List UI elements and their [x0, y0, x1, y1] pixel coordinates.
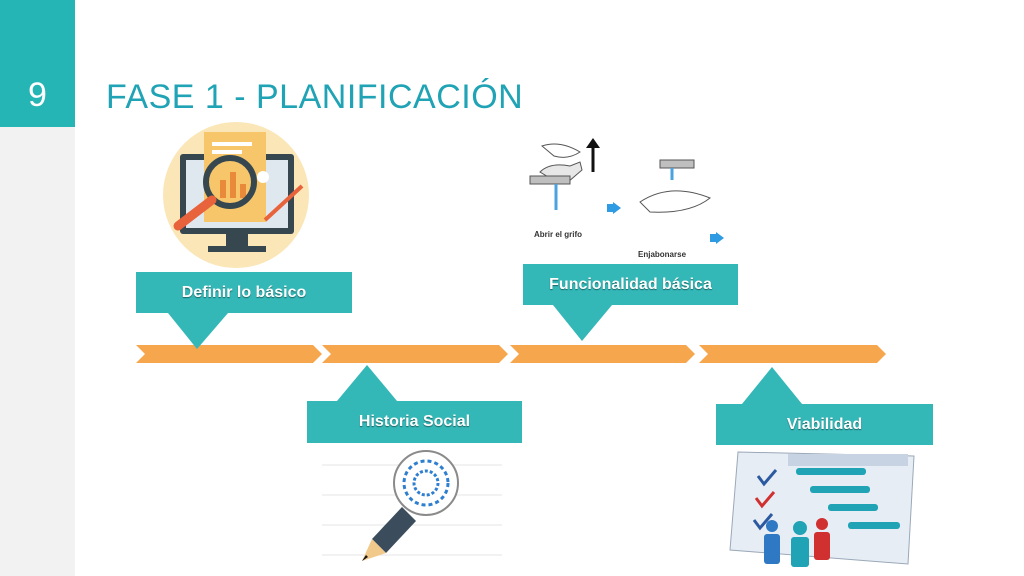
handwash-step-1: Abrir el grifo [534, 230, 583, 239]
analysis-monitor-icon [163, 122, 309, 268]
pointer-viabilidad [742, 367, 802, 404]
gantt-team-icon [729, 451, 915, 567]
pointer-historia [337, 365, 397, 401]
pointer-funcionalidad [553, 305, 612, 341]
pointer-definir [168, 313, 228, 349]
step-historia-label: Historia Social [358, 413, 471, 430]
step-viabilidad: Viabilidad [716, 404, 933, 445]
handwash-sequence-icon [529, 138, 724, 244]
timeline-segment-3 [510, 345, 695, 363]
timeline-segment-4 [699, 345, 886, 363]
handwash-step-2: Enjabonarse [638, 250, 687, 259]
step-funcionalidad-label: Funcionalidad básica [549, 275, 712, 293]
step-definir: Definir lo básico [136, 272, 352, 313]
timeline-segment-1 [136, 345, 322, 363]
step-historia: Historia Social [307, 401, 522, 443]
step-funcionalidad: Funcionalidad básica [523, 264, 738, 305]
slide-title: FASE 1 - PLANIFICACIÓN [106, 78, 524, 116]
step-viabilidad-label: Viabilidad [786, 415, 863, 433]
lightbulb-pencil-icon [322, 450, 502, 561]
timeline-segment-2 [322, 345, 508, 363]
slide-number: 9 [28, 76, 47, 114]
step-definir-label: Definir lo básico [181, 283, 307, 301]
slide-number-box [0, 0, 75, 127]
